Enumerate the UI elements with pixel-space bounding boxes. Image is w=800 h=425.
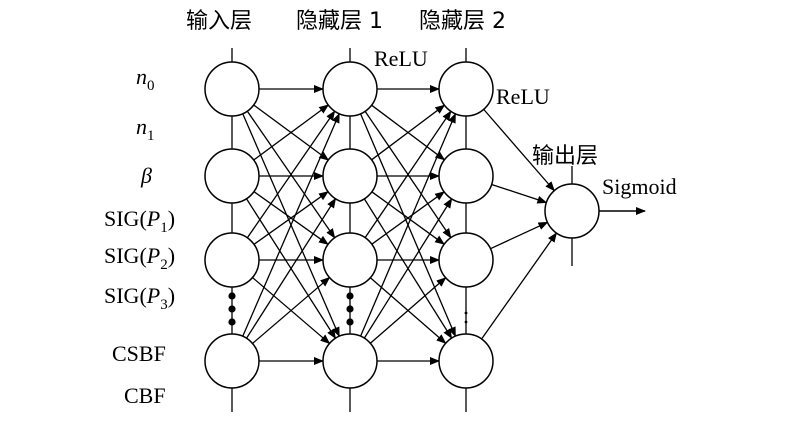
input-label-csbf: CSBF	[112, 341, 166, 366]
connection-hidden1-to-hidden2	[369, 277, 447, 344]
ellipsis-dot	[346, 292, 354, 300]
input-node	[204, 61, 260, 117]
hidden-layer-2-header: 隐藏层 2	[419, 9, 506, 34]
input-label-sig-p1: SIG(P1)	[104, 206, 175, 236]
ellipsis-dot	[346, 305, 354, 313]
ellipsis-dot	[464, 320, 468, 324]
ellipsis-dot	[228, 318, 236, 326]
hidden1-node	[322, 61, 378, 117]
connection-input-to-hidden1	[242, 112, 340, 337]
input-label-sig-p3: SIG(P3)	[104, 283, 175, 313]
input-node	[204, 148, 260, 204]
hidden-1-activation-label: ReLU	[374, 46, 428, 71]
hidden2-node	[438, 148, 494, 204]
connection-input-to-hidden1	[252, 276, 331, 344]
connection-input-to-hidden1	[246, 110, 336, 239]
input-label-n1: n1	[136, 114, 155, 144]
input-label-n0: n0	[136, 64, 155, 94]
connection-hidden1-to-hidden2	[364, 110, 452, 239]
hidden2-node	[438, 333, 494, 389]
ellipsis-dots	[228, 292, 468, 326]
hidden-2-activation-label: ReLU	[496, 84, 550, 109]
connection-hidden1-to-hidden2	[371, 191, 445, 245]
connection-input-to-hidden1	[253, 191, 329, 245]
input-node	[204, 333, 260, 389]
ellipsis-dot	[464, 311, 468, 315]
connection-input-to-hidden1	[253, 104, 330, 161]
output-activation-label: Sigmoid	[602, 174, 677, 199]
ellipsis-dot	[346, 318, 354, 326]
ellipsis-dot	[228, 292, 236, 300]
hidden1-node	[322, 333, 378, 389]
connection-hidden1-to-hidden2	[371, 104, 446, 161]
connection-hidden2-to-output	[481, 232, 557, 340]
network-nodes	[204, 61, 600, 389]
connection-hidden1-to-hidden2	[359, 112, 457, 337]
hidden1-node	[322, 232, 378, 288]
hidden2-node	[438, 61, 494, 117]
output-node	[544, 183, 600, 239]
connection-hidden2-to-output	[483, 108, 555, 192]
hidden2-node	[438, 232, 494, 288]
hidden1-node	[322, 148, 378, 204]
ellipsis-dot	[228, 305, 236, 313]
connection-lines	[242, 85, 646, 365]
input-label-beta: β	[140, 163, 152, 188]
input-label-sig-p2: SIG(P2)	[104, 243, 175, 273]
input-label-cbf: CBF	[124, 383, 166, 408]
connection-hidden1-to-hidden2	[363, 198, 453, 339]
connection-input-to-hidden1	[245, 197, 337, 339]
connection-hidden2-to-output	[491, 183, 548, 204]
input-layer-header: 输入层	[186, 9, 252, 34]
hidden-layer-1-header: 隐藏层 1	[296, 9, 383, 34]
output-layer-header: 输出层	[532, 144, 598, 169]
connection-hidden2-to-output	[490, 221, 549, 250]
input-node	[204, 232, 260, 288]
